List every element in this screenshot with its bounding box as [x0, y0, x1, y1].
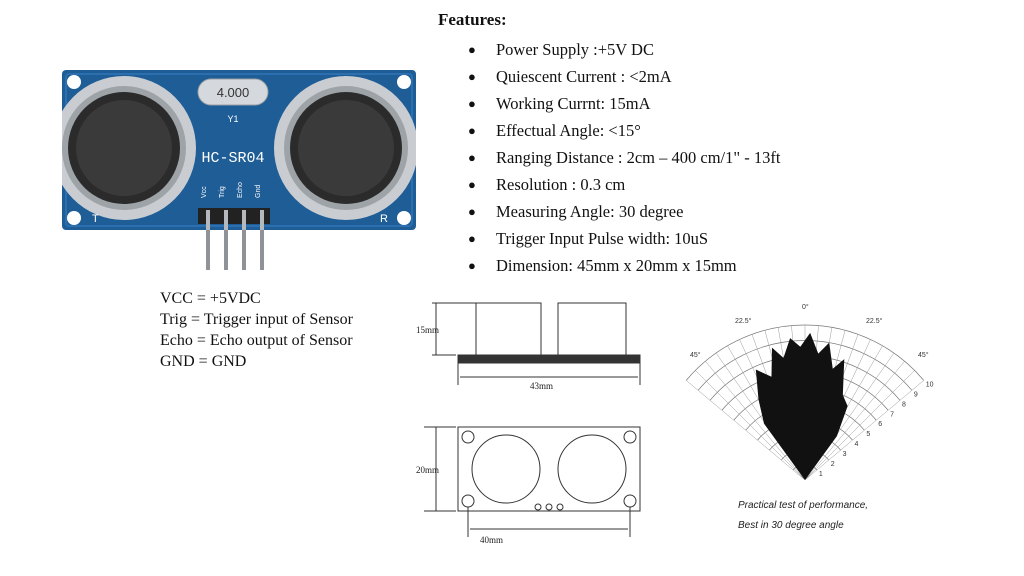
beam-caption-line-1: Practical test of performance, [738, 500, 869, 511]
beam-range-label: 9 [914, 391, 918, 398]
crystal-label: 4.000 [217, 85, 250, 100]
beam-lobe [755, 332, 848, 480]
hc-sr04-board-image: 4.000 Y1 HC-SR04 T R Vcc Trig Echo Gnd [62, 70, 416, 230]
pin-trig-description: Trig = Trigger input of Sensor [160, 311, 353, 328]
pin-legend: VCC = +5VDC Trig = Trigger input of Sens… [160, 288, 353, 372]
beam-range-label: 2 [831, 461, 835, 468]
pin-label-trig: Trig [219, 186, 226, 198]
feature-resolution: Resolution : 0.3 cm [468, 171, 780, 198]
beam-pattern-chart: 0° 22.5° 45° 22.5° 45° 10 9 8 7 6 5 43 2 1 [685, 303, 934, 481]
transmitter-mark: T [92, 213, 99, 225]
beam-range-label: 4 [854, 441, 858, 448]
features-list: Power Supply :+5V DC Quiescent Current :… [468, 36, 780, 279]
beam-label-left-45: 45° [690, 351, 701, 359]
width-dimension-label: 20mm [416, 465, 439, 475]
beam-label-0deg: 0° [802, 303, 809, 311]
feature-trigger-pulse: Trigger Input Pulse width: 10uS [468, 225, 780, 252]
beam-caption: Practical test of performance, Best in 3… [738, 496, 868, 536]
beam-label-right-45: 45° [918, 351, 929, 359]
receiver-transducer [274, 76, 416, 220]
beam-range-label: 8 [902, 401, 906, 408]
hole-spacing-dimension-label: 40mm [480, 535, 503, 545]
top-view-drawing: 20mm 40mm [416, 426, 641, 545]
feature-measuring-angle: Measuring Angle: 30 degree [468, 198, 780, 225]
feature-working-current: Working Currnt: 15mA [468, 90, 780, 117]
features-title: Features: [438, 10, 507, 29]
beam-range-label: 1 [819, 471, 823, 478]
pin-label-vcc: Vcc [201, 186, 208, 198]
feature-quiescent-current: Quiescent Current : <2mA [468, 63, 780, 90]
height-dimension-label: 15mm [416, 325, 439, 335]
pin-gnd-description: GND = GND [160, 353, 247, 370]
pin-label-gnd: Gnd [255, 185, 262, 198]
pin-label-echo: Echo [237, 182, 244, 198]
beam-label-right-22: 22.5° [866, 317, 883, 325]
receiver-mark: R [380, 213, 388, 225]
beam-range-label: 6 [878, 421, 882, 428]
header-pins [206, 230, 264, 270]
feature-ranging-distance: Ranging Distance : 2cm – 400 cm/1" - 13f… [468, 144, 780, 171]
model-label: HC-SR04 [201, 150, 264, 167]
beam-range-label: 7 [890, 411, 894, 418]
beam-range-label: 10 [926, 381, 934, 388]
crystal-ref-label: Y1 [227, 114, 238, 124]
pin-vcc-description: VCC = +5VDC [160, 290, 261, 307]
length-dimension-label: 43mm [530, 381, 553, 391]
feature-power-supply: Power Supply :+5V DC [468, 36, 780, 63]
beam-label-left-22: 22.5° [735, 317, 752, 325]
transmitter-transducer [62, 76, 196, 220]
feature-effectual-angle: Effectual Angle: <15° [468, 117, 780, 144]
feature-dimension: Dimension: 45mm x 20mm x 15mm [468, 252, 780, 279]
side-view-drawing: 15mm 43mm [416, 302, 641, 391]
beam-range-label: 3 [843, 451, 847, 458]
beam-range-label: 5 [866, 431, 870, 438]
beam-caption-line-2: Best in 30 degree angle [738, 520, 844, 531]
pin-echo-description: Echo = Echo output of Sensor [160, 332, 353, 349]
